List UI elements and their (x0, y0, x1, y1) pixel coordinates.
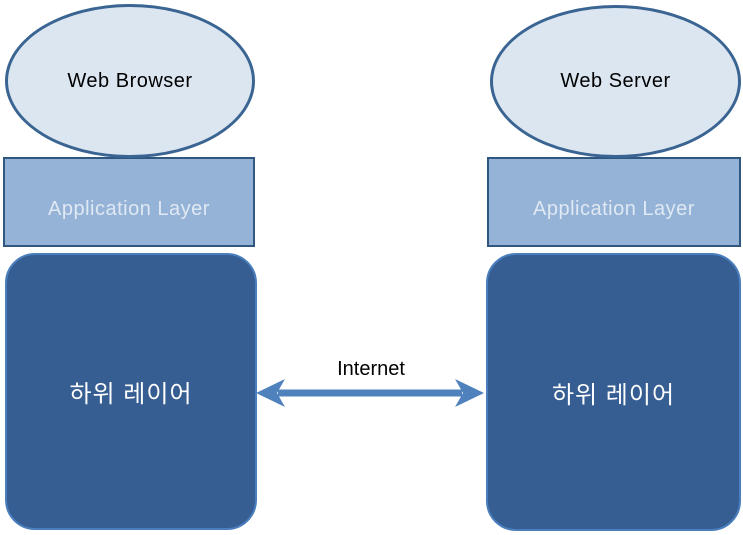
web-browser-node: Web Browser (5, 4, 255, 158)
web-browser-label: Web Browser (67, 69, 193, 92)
application-layer-box-left: Application Layer (3, 157, 255, 247)
lower-layer-box-left: 하위 레이어 (5, 253, 257, 530)
internet-double-arrow-icon (256, 379, 484, 407)
lower-layer-box-right: 하위 레이어 (486, 253, 741, 531)
application-layer-label-left: Application Layer (48, 197, 210, 220)
lower-layer-label-left: 하위 레이어 (69, 381, 193, 408)
lower-layer-label-right: 하위 레이어 (551, 381, 676, 409)
application-layer-label-right: Application Layer (533, 197, 695, 220)
web-server-label: Web Server (560, 70, 671, 92)
web-server-node: Web Server (490, 5, 741, 158)
internet-label: Internet (337, 358, 405, 380)
application-layer-box-right: Application Layer (487, 157, 741, 247)
